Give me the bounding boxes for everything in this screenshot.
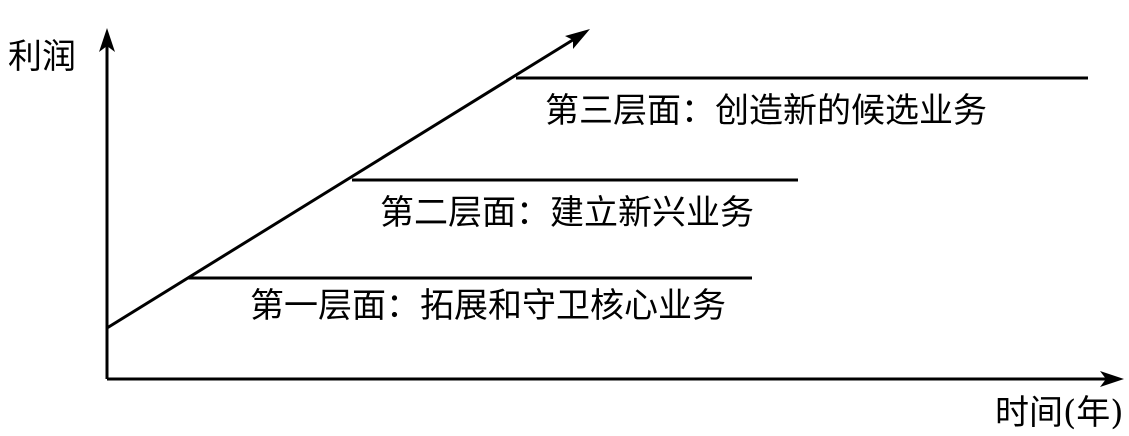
layer-2-label: 第二层面：建立新兴业务 <box>380 193 754 233</box>
x-axis-arrowhead <box>1100 371 1124 387</box>
y-axis-arrowhead <box>99 28 115 52</box>
layer-3-label: 第三层面：创造新的候选业务 <box>545 91 987 131</box>
y-axis-label: 利润 <box>8 37 76 77</box>
layer-1-label: 第一层面：拓展和守卫核心业务 <box>250 286 726 326</box>
growth-line <box>106 36 577 330</box>
growth-line-arrowhead <box>565 29 590 49</box>
x-axis-label: 时间(年) <box>995 393 1124 433</box>
